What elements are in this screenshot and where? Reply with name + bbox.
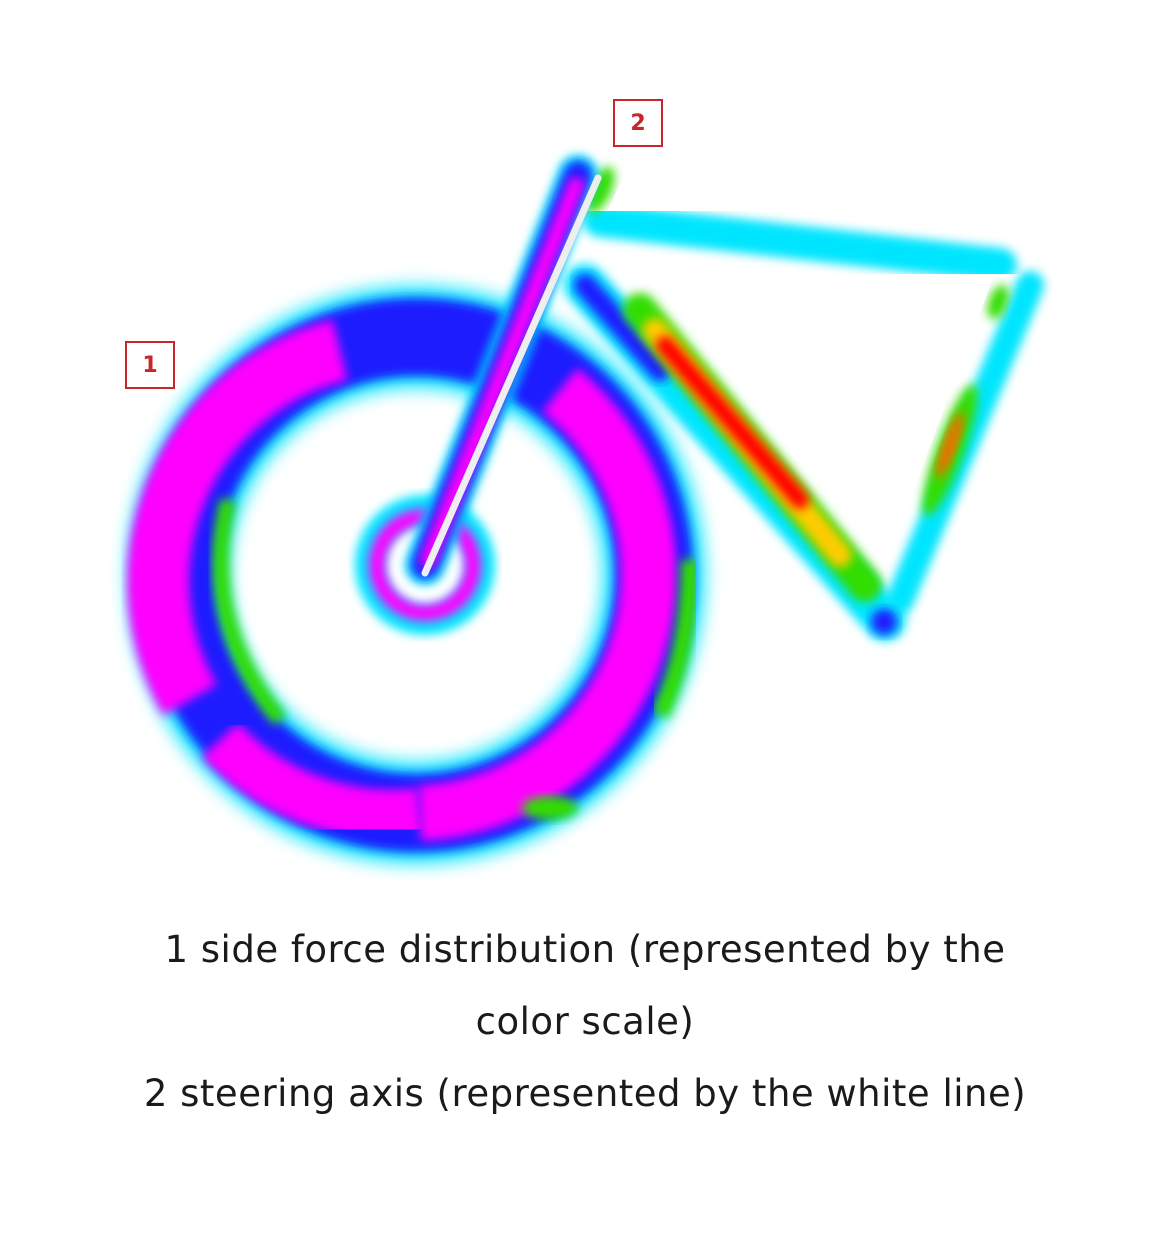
marker-label: 2: [630, 110, 646, 136]
frame: [564, 166, 1044, 641]
side-force-heatmap: [127, 155, 1044, 863]
marker-steering-axis: 2: [613, 99, 663, 147]
fork: [405, 155, 598, 585]
marker-label: 1: [142, 352, 158, 378]
marker-side-force: 1: [125, 341, 175, 389]
caption-line-3: 2 steering axis (represented by the whit…: [143, 1072, 1027, 1115]
caption-line-1: 1 side force distribution (represented b…: [164, 928, 1006, 971]
steering-axis-line: [421, 174, 602, 577]
caption-line-2: color scale): [475, 1000, 695, 1043]
front-wheel: [127, 287, 704, 863]
